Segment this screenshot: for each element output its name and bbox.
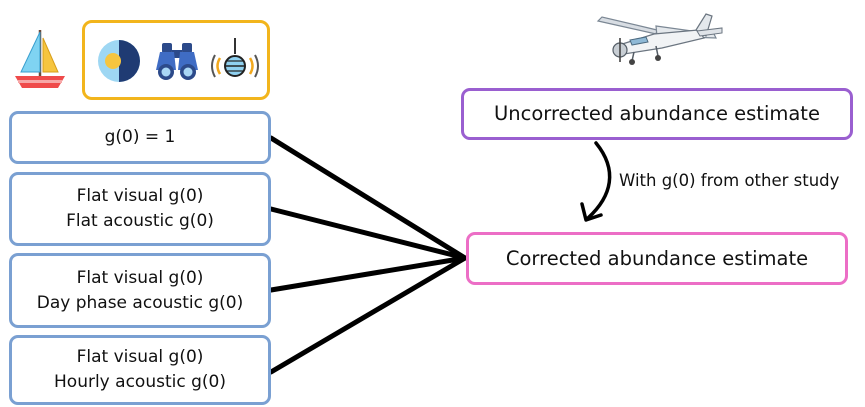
binoculars-icon: [156, 43, 198, 80]
scenario-line: Flat visual g(0): [76, 267, 204, 288]
curved-arrow: [586, 141, 612, 220]
corrected-estimate-box: Corrected abundance estimate: [466, 232, 848, 285]
airplane-icon: [596, 13, 723, 65]
connector-line-3: [268, 255, 468, 293]
day-night-icon: [98, 40, 140, 82]
connector-line-1: [268, 135, 468, 261]
arrow-head: [580, 202, 603, 222]
scenario-line: Flat acoustic g(0): [66, 211, 214, 231]
scenario-line: g(0) = 1: [104, 127, 176, 147]
scenario-box-flat-hourly: Flat visual g(0) Hourly acoustic g(0): [9, 335, 271, 405]
uncorrected-estimate-label: Uncorrected abundance estimate: [494, 102, 820, 125]
connector-line-2: [268, 206, 468, 261]
scenario-line: Flat visual g(0): [76, 347, 204, 367]
scenario-line: Flat visual g(0): [76, 186, 204, 206]
scenario-box-g0-equals-1: g(0) = 1: [9, 111, 271, 164]
sailboat-icon: [15, 30, 65, 88]
detection-methods-panel: [82, 20, 270, 100]
scenario-box-flat-day-phase: Flat visual g(0) Day phase acoustic g(0): [9, 253, 271, 328]
hydrophone-icon: [211, 38, 259, 78]
scenario-box-flat-flat: Flat visual g(0) Flat acoustic g(0): [9, 172, 271, 246]
scenario-line: Hourly acoustic g(0): [54, 372, 226, 392]
scenario-line: Day phase acoustic g(0): [36, 292, 244, 313]
corrected-estimate-label: Corrected abundance estimate: [505, 246, 809, 270]
uncorrected-estimate-box: Uncorrected abundance estimate: [461, 88, 853, 140]
arrow-label: With g(0) from other study: [619, 171, 840, 190]
connector-line-4: [268, 255, 468, 375]
